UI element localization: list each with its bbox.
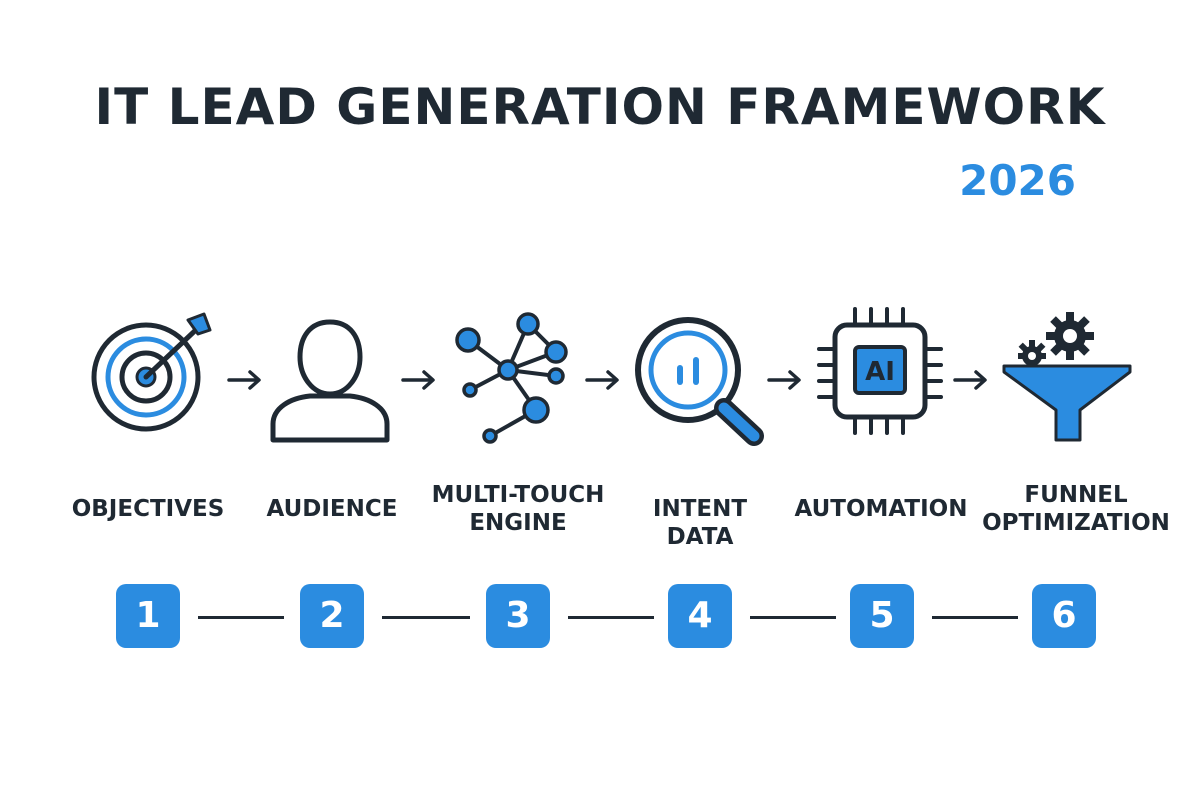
- step-number-badge: 5: [850, 584, 914, 648]
- step-label-line: OPTIMIZATION: [982, 509, 1170, 536]
- magnifier-chart-icon: [635, 317, 764, 446]
- step-connector-line: [932, 616, 1018, 619]
- year-label: 2026: [959, 156, 1076, 205]
- step-number-badge: 2: [300, 584, 364, 648]
- step-label-line: OBJECTIVES: [71, 496, 225, 522]
- ai-chip-text: AI: [865, 357, 895, 387]
- step-label-automation: AUTOMATION: [781, 496, 981, 524]
- step-label-intent-data: INTENT DATA: [600, 496, 800, 551]
- step-label-line: FUNNEL: [1024, 482, 1128, 508]
- person-icon: [270, 319, 390, 443]
- step-connector-line: [198, 616, 284, 619]
- network-nodes-icon: [455, 312, 568, 444]
- step-label-objectives: OBJECTIVES: [48, 496, 248, 524]
- step-label-multi-touch-engine: MULTI-TOUCH ENGINE: [418, 482, 618, 537]
- step-label-funnel-optimization: FUNNEL OPTIMIZATION: [976, 482, 1176, 537]
- step-number-badge: 4: [668, 584, 732, 648]
- step-label-line: ENGINE: [469, 509, 567, 536]
- arrow-right-icon: [585, 370, 619, 390]
- step-label-line: DATA: [666, 523, 734, 550]
- page-title: IT LEAD GENERATION FRAMEWORK: [94, 78, 1106, 136]
- step-label-audience: AUDIENCE: [232, 496, 432, 524]
- ai-chip-icon: AI: [817, 307, 943, 435]
- arrow-right-icon: [227, 370, 261, 390]
- step-label-line: AUDIENCE: [266, 496, 398, 522]
- step-connector-line: [382, 616, 470, 619]
- step-number-badge: 6: [1032, 584, 1096, 648]
- step-connector-line: [568, 616, 654, 619]
- step-number-badge: 3: [486, 584, 550, 648]
- arrow-right-icon: [953, 370, 987, 390]
- step-label-line: AUTOMATION: [794, 496, 968, 522]
- step-label-line: MULTI-TOUCH: [431, 482, 605, 508]
- step-number-badge: 1: [116, 584, 180, 648]
- step-label-line: INTENT: [652, 496, 748, 522]
- arrow-right-icon: [401, 370, 435, 390]
- target-arrow-icon: [91, 312, 212, 432]
- step-connector-line: [750, 616, 836, 619]
- arrow-right-icon: [767, 370, 801, 390]
- funnel-gears-icon: [1002, 312, 1132, 442]
